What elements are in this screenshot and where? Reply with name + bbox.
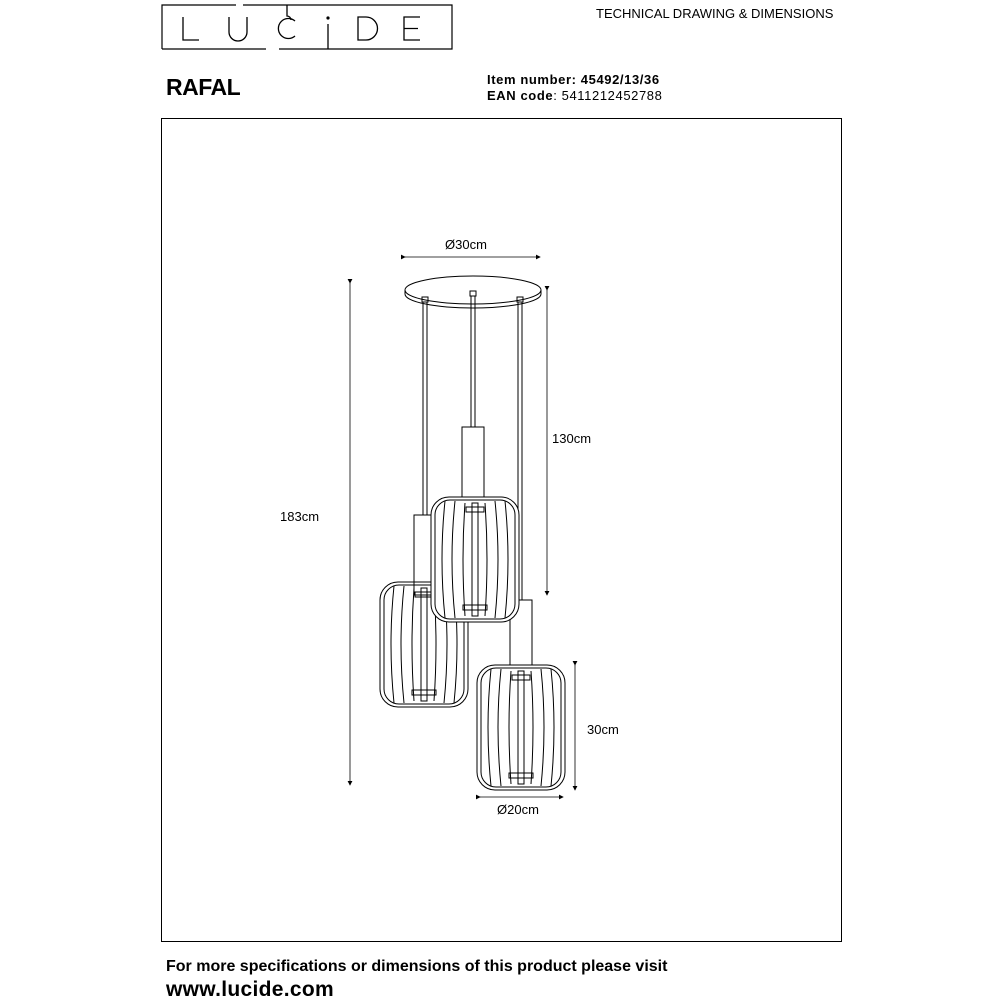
dim-canopy-diameter: Ø30cm (445, 237, 487, 252)
shade-right (476, 664, 566, 791)
shade-middle (430, 496, 520, 623)
ean-label: EAN code (487, 88, 554, 103)
lucide-logo (161, 4, 453, 50)
canopy (404, 275, 542, 309)
ean-code: EAN code: 5411212452788 (487, 88, 663, 103)
product-name: RAFAL (166, 74, 241, 100)
item-number-value: 45492/13/36 (580, 72, 660, 87)
dimension-lines (347, 254, 578, 800)
website-link[interactable]: www.lucide.com (166, 978, 334, 1001)
item-number: Item number: 45492/13/36 (487, 72, 660, 87)
dim-total-height: 183cm (280, 509, 319, 524)
footer-text: For more specifications or dimensions of… (166, 958, 668, 975)
drawing-frame (161, 118, 842, 942)
dim-cable-length: 130cm (552, 431, 591, 446)
ean-value: 5411212452788 (561, 88, 663, 103)
document-type: TECHNICAL DRAWING & DIMENSIONS (596, 6, 834, 21)
item-label: Item number (487, 72, 572, 87)
dim-shade-diameter: Ø20cm (497, 802, 539, 817)
dim-shade-height: 30cm (587, 722, 619, 737)
